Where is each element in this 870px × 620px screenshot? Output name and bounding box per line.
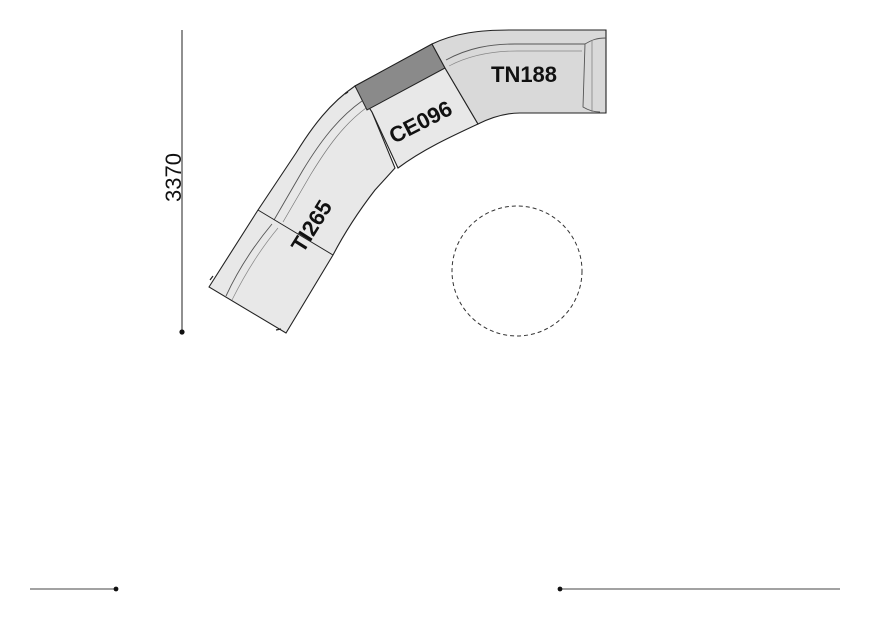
module-tn188-body bbox=[431, 29, 607, 125]
module-tn188[interactable]: TN188 bbox=[431, 29, 607, 125]
module-ti265-arm-curve bbox=[225, 223, 273, 297]
module-ti265-back-line bbox=[273, 100, 363, 221]
bottom-dimension-endpoint-right bbox=[557, 586, 563, 592]
module-ti265-body bbox=[208, 85, 396, 334]
module-tn188-back-line2 bbox=[448, 50, 582, 67]
module-tn188-arm bbox=[582, 37, 607, 113]
module-tn188-label: TN188 bbox=[491, 62, 557, 87]
module-ti265-arm-curve2 bbox=[231, 227, 279, 301]
module-ti265[interactable]: TI265 bbox=[208, 85, 396, 334]
module-ti265-back-line2 bbox=[282, 107, 367, 223]
module-ti265-foot bbox=[209, 91, 349, 331]
dimension-endpoint bbox=[179, 329, 185, 335]
table-circle-dashed bbox=[451, 205, 583, 337]
module-tn188-back-line bbox=[445, 43, 585, 61]
dimension-height-label: 3370 bbox=[161, 153, 186, 202]
module-ti265-arm-division bbox=[257, 209, 334, 256]
bottom-dimension-endpoint-left bbox=[113, 586, 119, 592]
